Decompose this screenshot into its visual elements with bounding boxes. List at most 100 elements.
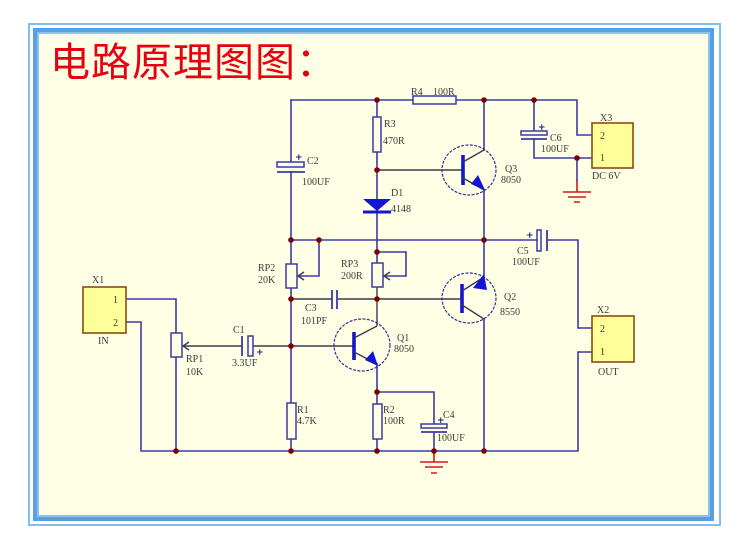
connector-x1 [82,286,127,334]
potentiometer-rp1 [170,332,190,358]
resistor-r4 [412,95,457,105]
page-title: 电路原理图图： [50,40,337,86]
capacitor-c2 [276,161,305,173]
x2-designator: X2 [597,305,609,316]
transistor-q3 [441,144,497,196]
r1-value: 4.7K [297,416,318,427]
c3-value: 101PF [301,316,328,327]
r4-designator: R4 [411,87,423,98]
x1-label: IN [98,336,109,347]
transistor-q1 [333,318,391,372]
frame-outer-line [28,23,721,526]
c2-designator: C2 [307,156,319,167]
c5-polarity: + [526,231,534,241]
transistor-q2 [441,272,497,324]
junction-dot [481,448,487,454]
x2-pin2-label: 2 [600,324,605,335]
junction-dot [374,97,380,103]
connector-x3 [591,122,634,169]
potentiometer-rp3 [371,262,391,288]
r3-value: 470R [383,136,405,147]
junction-dot [288,296,294,302]
c6-value: 100UF [541,144,569,155]
r1-designator: R1 [297,405,309,416]
connector-x2 [591,315,635,363]
x3-label: DC 6V [592,171,621,182]
junction-dot [431,448,437,454]
d1-designator: D1 [391,188,403,199]
wire-bottom-rail [125,321,593,452]
x3-designator: X3 [600,113,612,124]
r4-value: 100R [433,87,455,98]
wiper-arrow-icon [296,271,305,281]
r2-designator: R2 [383,405,395,416]
capacitor-c6 [520,130,548,140]
c2-value: 100UF [302,177,330,188]
c3-designator: C3 [305,303,317,314]
q1-designator: Q1 [397,333,409,344]
rp1-designator: RP1 [186,354,203,365]
d1-value: 4148 [391,204,411,215]
x3-pin2-label: 2 [600,131,605,142]
wire-top-rail-right [455,99,593,136]
x2-label: OUT [598,367,619,378]
wire-rp3-wiper [376,251,407,277]
c4-designator: C4 [443,410,455,421]
wire-c5-to-x2 [546,239,593,329]
r2-value: 100R [383,416,405,427]
junction-dot [173,448,179,454]
junctions [173,97,580,454]
c4-polarity: + [437,416,445,426]
junction-dot [374,448,380,454]
ground-icon [563,180,591,203]
junction-dot [288,343,294,349]
rp2-designator: RP2 [258,263,275,274]
c1-polarity: + [256,348,264,358]
diode-d1 [363,199,391,214]
r3-designator: R3 [384,119,396,130]
c6-designator: C6 [550,133,562,144]
q3-value: 8050 [501,175,521,186]
rp3-value: 200R [341,271,363,282]
emitter-arrow-icon [471,175,485,190]
c2-polarity: + [295,153,303,163]
junction-dot [288,448,294,454]
potentiometer-rp2 [285,263,305,289]
x1-pin1-label: 1 [113,295,118,306]
wires [125,99,593,452]
wire-rp2-wiper [298,239,320,277]
rp3-designator: RP3 [341,259,358,270]
rp2-value: 20K [258,275,276,286]
c5-value: 100UF [512,257,540,268]
c1-designator: C1 [233,325,245,336]
wire-c4 [376,391,435,452]
q1-value: 8050 [394,344,414,355]
junction-dot [574,155,580,161]
capacitor-c4 [420,423,448,433]
q3-designator: Q3 [505,164,517,175]
resistor-r1 [286,402,297,440]
x1-designator: X1 [92,275,104,286]
rp1-value: 10K [186,367,204,378]
junction-dot [374,167,380,173]
junction-dot [288,237,294,243]
ground-icon [420,451,448,474]
capacitor-c3 [331,290,338,309]
wiper-arrow-icon [382,271,391,281]
junction-dot [374,389,380,395]
c6-polarity: + [538,123,546,133]
capacitor-c1 [241,335,254,357]
resistor-r2 [372,403,383,440]
q2-designator: Q2 [504,292,516,303]
x2-pin1-label: 1 [600,347,605,358]
junction-dot [316,237,322,243]
x3-pin1-label: 1 [600,153,605,164]
c1-value: 3.3UF [232,358,258,369]
junction-dot [481,237,487,243]
x1-pin2-label: 2 [113,318,118,329]
c5-designator: C5 [517,246,529,257]
resistor-r3 [372,116,382,153]
emitter-arrow-icon [473,274,487,290]
